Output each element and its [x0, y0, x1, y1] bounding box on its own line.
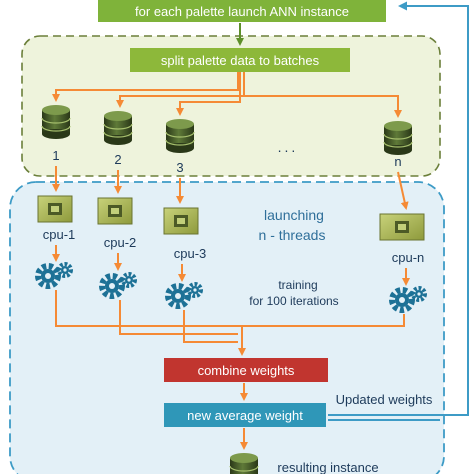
- cpu-to-gear-arrows: [52, 245, 410, 286]
- threads-label: n - threads: [259, 227, 326, 243]
- gear-icon: [35, 262, 73, 289]
- updated-weights-loop: [328, 1, 469, 421]
- average-weight-label: new average weight: [187, 408, 303, 423]
- gear-icon: [389, 286, 427, 313]
- combine-weights-label: combine weights: [198, 363, 295, 378]
- database-icon: [383, 121, 413, 155]
- cpu-label-n: cpu-n: [392, 250, 425, 265]
- training-label: training: [278, 278, 317, 292]
- batch-label-2: 2: [114, 152, 121, 167]
- cpu-label-1: cpu-1: [43, 227, 76, 242]
- batch-label-n: n: [394, 154, 401, 169]
- updated-weights-label: Updated weights: [336, 392, 433, 407]
- iterations-label: for 100 iterations: [249, 294, 338, 308]
- gear-icon: [99, 272, 137, 299]
- launch-instance-box: [98, 0, 386, 22]
- average-weight-box: [164, 403, 326, 427]
- batch-distribution-lines: [52, 72, 402, 118]
- batch-ellipsis: ...: [278, 139, 299, 155]
- database-icon: [41, 105, 71, 139]
- split-data-label: split palette data to batches: [161, 53, 320, 68]
- database-icon: [165, 119, 195, 153]
- launching-label: launching: [264, 207, 324, 223]
- gear-icon: [165, 282, 203, 309]
- batch-label-3: 3: [176, 160, 183, 175]
- cpu-chip-icon: [379, 213, 425, 241]
- cpu-chip-icon: [163, 207, 199, 235]
- split-data-box: [130, 48, 350, 72]
- result-label: resulting instance: [277, 460, 378, 474]
- database-icon: [229, 453, 259, 474]
- cpu-chip-icon: [37, 195, 73, 223]
- batch-label-1: 1: [52, 148, 59, 163]
- cpu-chip-icon: [97, 197, 133, 225]
- gear-to-combine-lines: [55, 290, 405, 356]
- cpu-label-3: cpu-3: [174, 246, 207, 261]
- combine-weights-box: [164, 358, 328, 382]
- parallel-stage-frame: [9, 181, 445, 474]
- launch-instance-label: for each palette launch ANN instance: [135, 4, 349, 19]
- batch-to-cpu-arrows: [52, 166, 409, 210]
- database-icon: [103, 111, 133, 145]
- cpu-label-2: cpu-2: [104, 235, 137, 250]
